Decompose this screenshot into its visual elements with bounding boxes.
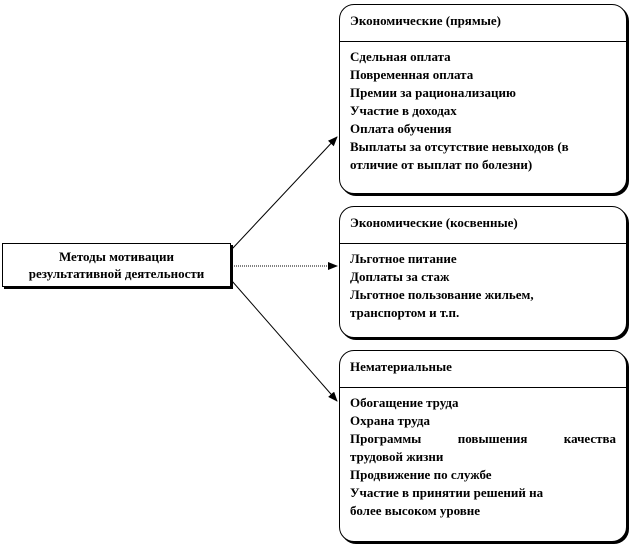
list-item: трудовой жизни: [350, 449, 444, 464]
list-item: Обогащение труда: [350, 395, 459, 410]
list-item: Льготное питание: [350, 251, 457, 266]
list-item: Премии за рационализацию: [350, 85, 516, 100]
arrow-to-economic-direct: [231, 136, 338, 250]
list-item: Доплаты за стаж: [350, 269, 450, 284]
list-item: Участие в доходах: [350, 103, 457, 118]
category-item-list: Льготное питание Доплаты за стаж Льготно…: [340, 244, 626, 322]
list-item: Оплата обучения: [350, 121, 452, 136]
source-title-line-2: результативной деятельности: [28, 266, 205, 281]
list-item: Выплаты за отсутствие невыходов (в: [350, 139, 569, 154]
category-nonmaterial: Нематериальные Обогащение труда Охрана т…: [339, 350, 627, 542]
list-item: более высоком уровне: [350, 503, 481, 518]
category-title: Экономические (прямые): [340, 5, 626, 42]
list-item: Повременная оплата: [350, 67, 474, 82]
list-item: Продвижение по службе: [350, 467, 492, 482]
list-item: Охрана труда: [350, 413, 430, 428]
list-item: Льготное пользование жильем,: [350, 287, 534, 302]
source-box-motivation-methods: Методы мотивации результативной деятельн…: [2, 243, 231, 287]
category-economic-direct: Экономические (прямые) Сдельная оплата П…: [339, 4, 627, 194]
category-title: Экономические (косвенные): [340, 207, 626, 244]
category-title: Нематериальные: [340, 351, 626, 388]
arrow-to-nonmaterial: [231, 280, 338, 402]
source-title-line-1: Методы мотивации: [58, 249, 175, 264]
list-item: Участие в принятии решений на: [350, 485, 544, 500]
list-item: Программы повышения качества: [350, 431, 616, 446]
list-item: Сдельная оплата: [350, 49, 451, 64]
category-item-list: Обогащение труда Охрана труда Программы …: [340, 388, 626, 520]
category-economic-indirect: Экономические (косвенные) Льготное питан…: [339, 206, 627, 338]
list-item: отличие от выплат по болезни): [350, 157, 533, 172]
category-item-list: Сдельная оплата Повременная оплата Преми…: [340, 42, 626, 174]
list-item: транспортом и т.п.: [350, 305, 460, 320]
